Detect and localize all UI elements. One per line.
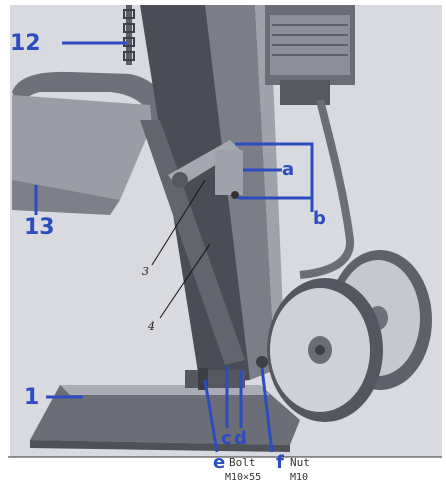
callout-a: a [282, 159, 294, 180]
ref-4: 4 [147, 320, 155, 333]
callout-f: f [276, 452, 284, 473]
callout-e: e [213, 452, 225, 473]
leader-ref-4 [159, 243, 211, 319]
callout-d: d [234, 428, 247, 449]
bolt-and-nut [198, 356, 268, 390]
ref-leaders [151, 179, 211, 319]
support-leg [140, 120, 245, 365]
chain [123, 5, 135, 65]
nut-size: M10 [290, 472, 308, 483]
callout-b: b [313, 208, 326, 229]
leader-e [203, 379, 219, 453]
bolt-label: Bolt [229, 456, 256, 469]
callout-1: 1 [24, 385, 39, 410]
handle-tray [12, 71, 185, 215]
bolt-size: M10×55 [225, 472, 261, 483]
leader-b [235, 142, 314, 200]
hydraulic-hose [299, 99, 355, 279]
nut-label: Nut [290, 456, 310, 469]
leader-f [260, 367, 274, 453]
callout-12: 12 [10, 31, 41, 56]
callout-leaders [34, 41, 314, 453]
leader-ref-3 [151, 179, 206, 266]
ref-3: 3 [142, 265, 149, 278]
front-wheel [267, 278, 383, 422]
callout-13: 13 [24, 215, 55, 240]
callout-c: c [221, 428, 232, 449]
motor [265, 5, 355, 105]
